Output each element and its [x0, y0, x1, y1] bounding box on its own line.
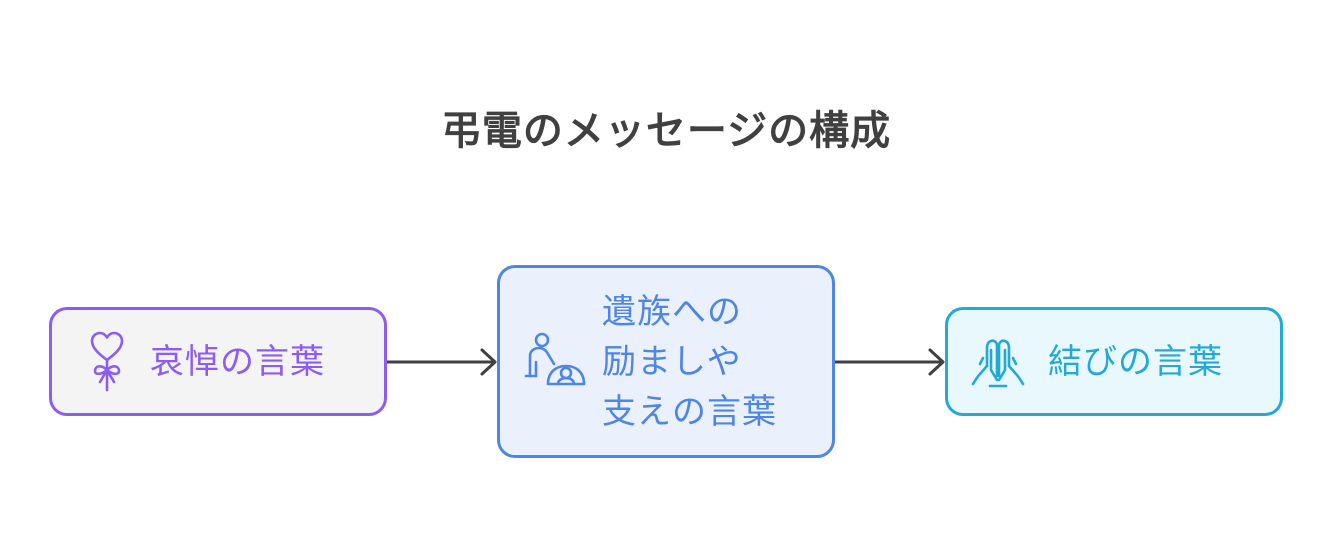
comforting-person-icon	[520, 332, 588, 392]
step-label-line: 哀悼の言葉	[150, 341, 325, 382]
step-label-line: 結びの言葉	[1048, 341, 1223, 382]
step-box-condolence: 哀悼の言葉	[49, 307, 387, 416]
step-box-closing: 結びの言葉	[945, 307, 1283, 416]
arrow-2-to-3	[833, 348, 945, 376]
heart-ribbon-icon	[86, 330, 128, 394]
step-label-line: 支えの言葉	[602, 391, 777, 432]
arrow-1-to-2	[385, 348, 497, 376]
step-label-line: 励ましや	[602, 341, 742, 382]
diagram-title: 弔電のメッセージの構成	[440, 108, 892, 154]
step-label-line: 遺族への	[602, 291, 742, 332]
praying-hands-icon	[970, 336, 1026, 388]
step-label-condolence: 哀悼の言葉	[150, 337, 325, 387]
step-label-closing: 結びの言葉	[1048, 337, 1223, 387]
step-box-encouragement: 遺族への 励ましや 支えの言葉	[497, 265, 835, 458]
step-label-encouragement: 遺族への 励ましや 支えの言葉	[602, 287, 822, 437]
